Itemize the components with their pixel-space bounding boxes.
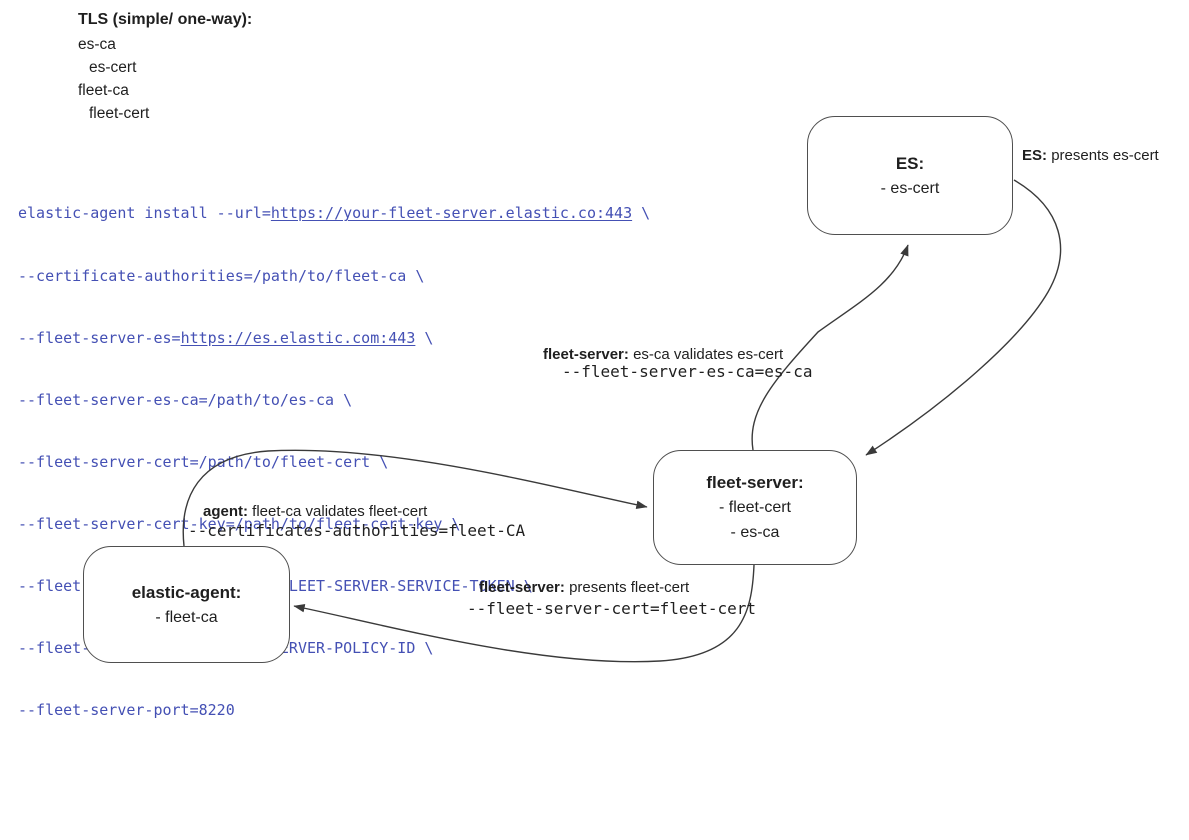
code-line: --certificate-authorities=/path/to/fleet… (18, 266, 425, 285)
legend-item-fleet-ca: fleet-ca (78, 82, 129, 99)
code-line: --fleet-server-cert-key=/path/to/fleet-c… (18, 514, 461, 533)
edge-fleet-to-agent (293, 564, 755, 663)
tls-legend: TLS (simple/ one-way): es-ca es-cert fle… (78, 8, 252, 125)
node-es: ES: - es-cert (807, 116, 1013, 235)
legend-heading: TLS (simple/ one-way): (78, 11, 253, 28)
node-fleet-server-cert-line: - fleet-cert (718, 499, 791, 516)
code-line: elastic-agent install --url=https://your… (18, 204, 651, 223)
node-elastic-agent-title: elastic-agent: (131, 582, 242, 602)
node-elastic-agent-ca-line: - fleet-ca (155, 608, 218, 626)
edge-es-to-fleet (865, 179, 1062, 456)
es-url-link[interactable]: https://es.elastic.com:443 (180, 328, 416, 347)
node-fleet-server-title: fleet-server: (706, 473, 804, 492)
edge-fleet-to-es (751, 244, 909, 451)
node-elastic-agent: elastic-agent: - fleet-ca (83, 546, 290, 663)
label-agent-validates-flag: --certificates-authorities=fleet-CA (188, 521, 526, 540)
label-es-presents: ES: presents es-cert (1022, 147, 1159, 164)
code-line: --fleet-server-cert=/path/to/fleet-cert … (18, 452, 389, 471)
label-fleet-validates-flag: --fleet-server-es-ca=es-ca (562, 362, 813, 381)
node-es-title: ES: (895, 153, 925, 173)
label-fleet-presents-flag: --fleet-server-cert=fleet-cert (467, 599, 756, 618)
fleet-server-url-link[interactable]: https://your-fleet-server.elastic.co:443 (270, 204, 633, 223)
node-fleet-server-ca-line: - es-ca (730, 524, 780, 541)
node-fleet-server: fleet-server: - fleet-cert - es-ca (653, 450, 857, 565)
label-agent-validates: agent: fleet-ca validates fleet-cert (203, 503, 428, 520)
legend-item-es-cert: es-cert (89, 59, 137, 76)
code-line: --fleet-server-port=8220 (18, 701, 235, 720)
label-fleet-presents: fleet-server: presents fleet-cert (479, 579, 690, 596)
label-fleet-validates: fleet-server: es-ca validates es-cert (543, 346, 784, 363)
legend-item-es-ca: es-ca (78, 36, 116, 53)
code-line: --fleet-server-es=https://es.elastic.com… (18, 328, 434, 347)
node-es-cert-line: - es-cert (880, 179, 940, 197)
edge-agent-to-fleet (182, 449, 648, 547)
code-line: --fleet-server-es-ca=/path/to/es-ca \ (18, 390, 353, 409)
legend-item-fleet-cert: fleet-cert (89, 105, 150, 122)
